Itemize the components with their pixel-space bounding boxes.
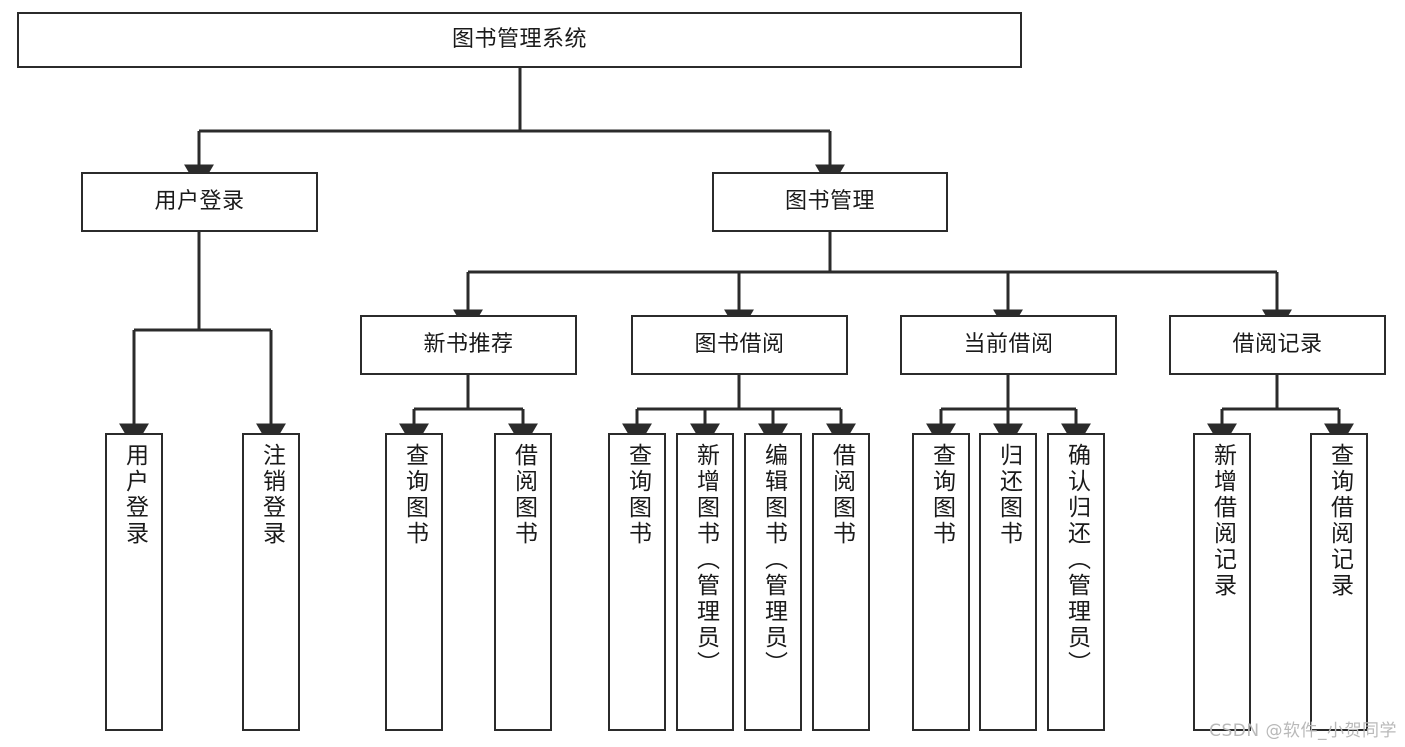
node-root-label: 图书管理系统: [451, 27, 587, 53]
node-leaf-logout-login[interactable]: 注销登录: [242, 433, 300, 731]
node-leaf-confirm-return[interactable]: 确认归还（管理员）: [1047, 433, 1105, 731]
node-leaf-query-book-1-label: 查询图书: [401, 443, 428, 547]
node-leaf-add-record-label: 新增借阅记录: [1209, 443, 1236, 599]
node-leaf-query-record[interactable]: 查询借阅记录: [1310, 433, 1368, 731]
node-leaf-edit-book-label: 编辑图书（管理员）: [760, 443, 787, 677]
node-leaf-query-record-label: 查询借阅记录: [1326, 443, 1353, 599]
node-leaf-query-book-3-label: 查询图书: [928, 443, 955, 547]
node-user-login-label: 用户登录: [154, 189, 245, 215]
node-new-book-recommend-label: 新书推荐: [423, 332, 514, 358]
node-leaf-add-book-label: 新增图书（管理员）: [692, 443, 719, 677]
node-user-login[interactable]: 用户登录: [81, 172, 318, 232]
node-current-borrow-label: 当前借阅: [963, 332, 1054, 358]
node-book-borrow-label: 图书借阅: [694, 332, 785, 358]
node-leaf-return-book[interactable]: 归还图书: [979, 433, 1037, 731]
node-current-borrow[interactable]: 当前借阅: [900, 315, 1117, 375]
node-borrow-record[interactable]: 借阅记录: [1169, 315, 1386, 375]
node-leaf-borrow-book-2-label: 借阅图书: [828, 443, 855, 547]
node-leaf-user-login-label: 用户登录: [121, 443, 148, 547]
node-leaf-add-record[interactable]: 新增借阅记录: [1193, 433, 1251, 731]
node-leaf-add-book[interactable]: 新增图书（管理员）: [676, 433, 734, 731]
node-leaf-query-book-2-label: 查询图书: [624, 443, 651, 547]
node-leaf-query-book-1[interactable]: 查询图书: [385, 433, 443, 731]
node-leaf-confirm-return-label: 确认归还（管理员）: [1063, 443, 1090, 677]
node-leaf-query-book-3[interactable]: 查询图书: [912, 433, 970, 731]
node-leaf-edit-book[interactable]: 编辑图书（管理员）: [744, 433, 802, 731]
node-leaf-logout-login-label: 注销登录: [258, 443, 285, 547]
node-new-book-recommend[interactable]: 新书推荐: [360, 315, 577, 375]
node-borrow-record-label: 借阅记录: [1232, 332, 1323, 358]
node-leaf-query-book-2[interactable]: 查询图书: [608, 433, 666, 731]
node-leaf-user-login[interactable]: 用户登录: [105, 433, 163, 731]
watermark: CSDN @软件_小贺同学: [1209, 721, 1397, 741]
node-leaf-borrow-book-1[interactable]: 借阅图书: [494, 433, 552, 731]
node-root[interactable]: 图书管理系统: [17, 12, 1022, 68]
node-book-management[interactable]: 图书管理: [712, 172, 948, 232]
node-leaf-borrow-book-2[interactable]: 借阅图书: [812, 433, 870, 731]
node-book-borrow[interactable]: 图书借阅: [631, 315, 848, 375]
node-leaf-return-book-label: 归还图书: [995, 443, 1022, 547]
node-leaf-borrow-book-1-label: 借阅图书: [510, 443, 537, 547]
node-book-management-label: 图书管理: [784, 189, 875, 215]
